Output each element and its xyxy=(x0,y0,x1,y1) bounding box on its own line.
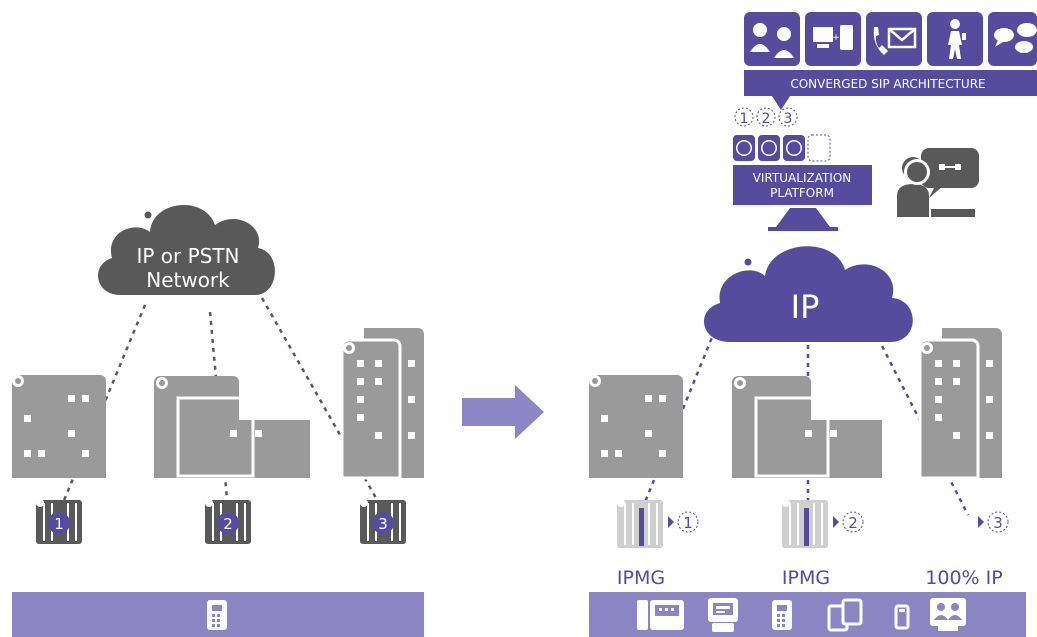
pc-phone-icon: + xyxy=(805,12,861,66)
left-cloud-line2: Network xyxy=(146,268,230,292)
left-gateway-1: 1 xyxy=(36,499,82,544)
left-gateway-2: 2 xyxy=(205,499,251,544)
admin-user-icon xyxy=(897,148,979,217)
right-site-label-1: IPMG xyxy=(617,567,665,589)
left-building-2 xyxy=(154,376,310,478)
right-site-number-2: 2 xyxy=(848,514,858,532)
virtualization-platform: VIRTUALIZATION PLATFORM xyxy=(733,165,872,231)
right-gateway-2: 2 IPMG xyxy=(782,499,864,589)
conference-icon xyxy=(744,12,800,66)
desk-phone-icon xyxy=(637,600,684,630)
tablet-icon xyxy=(827,598,863,632)
voice-mail-icon xyxy=(866,12,922,66)
left-cloud-line1: IP or PSTN xyxy=(136,244,239,268)
chat-icon xyxy=(988,12,1037,66)
right-link-1 xyxy=(639,329,717,513)
left-endpoint-bar xyxy=(12,592,424,637)
right-site-label-2: IPMG xyxy=(782,567,830,589)
virtualization-line2: PLATFORM xyxy=(770,186,834,200)
left-gateway-3-number: 3 xyxy=(378,515,388,533)
mobile-icon xyxy=(894,604,910,630)
right-arrow-icon xyxy=(462,385,544,439)
right-endpoint-bar xyxy=(589,592,1026,637)
left-gateway-3: 3 xyxy=(360,499,406,544)
right-building-2 xyxy=(732,376,882,478)
left-building-3 xyxy=(340,328,424,480)
ip-phone-icon xyxy=(772,600,792,630)
svg-text:+: + xyxy=(832,33,840,43)
right-building-3 xyxy=(918,328,1002,480)
right-gateway-1: 1 IPMG xyxy=(617,499,699,589)
left-gateway-1-number: 1 xyxy=(54,515,64,533)
left-network-cloud: IP or PSTN Network xyxy=(98,205,275,295)
video-phone-icon xyxy=(708,598,738,632)
vm-number-3: 3 xyxy=(784,111,793,127)
left-gateway-2-number: 2 xyxy=(223,515,233,533)
mobile-user-icon xyxy=(927,12,983,66)
vm-number-1: 1 xyxy=(740,111,749,127)
converged-sip-bar: CONVERGED SIP ARCHITECTURE xyxy=(744,70,1037,110)
ip-cloud-label: IP xyxy=(791,288,820,326)
left-building-1 xyxy=(12,375,106,478)
app-icons: + xyxy=(744,12,1037,66)
desk-phone-icon xyxy=(207,600,227,630)
converged-sip-label: CONVERGED SIP ARCHITECTURE xyxy=(790,77,985,91)
vm-numbers: 1 2 3 xyxy=(734,107,798,127)
right-site-number-3: 3 xyxy=(993,514,1003,532)
virtual-machines xyxy=(733,134,831,162)
video-conference-icon xyxy=(930,598,966,631)
right-site-number-1: 1 xyxy=(683,514,693,532)
right-site-label-3: 100% IP xyxy=(925,567,1002,589)
vm-number-2: 2 xyxy=(762,111,771,127)
right-site-3: 3 100% IP xyxy=(925,511,1009,589)
ip-cloud: IP xyxy=(703,246,913,342)
right-building-1 xyxy=(589,375,683,478)
virtualization-line1: VIRTUALIZATION xyxy=(753,171,852,185)
